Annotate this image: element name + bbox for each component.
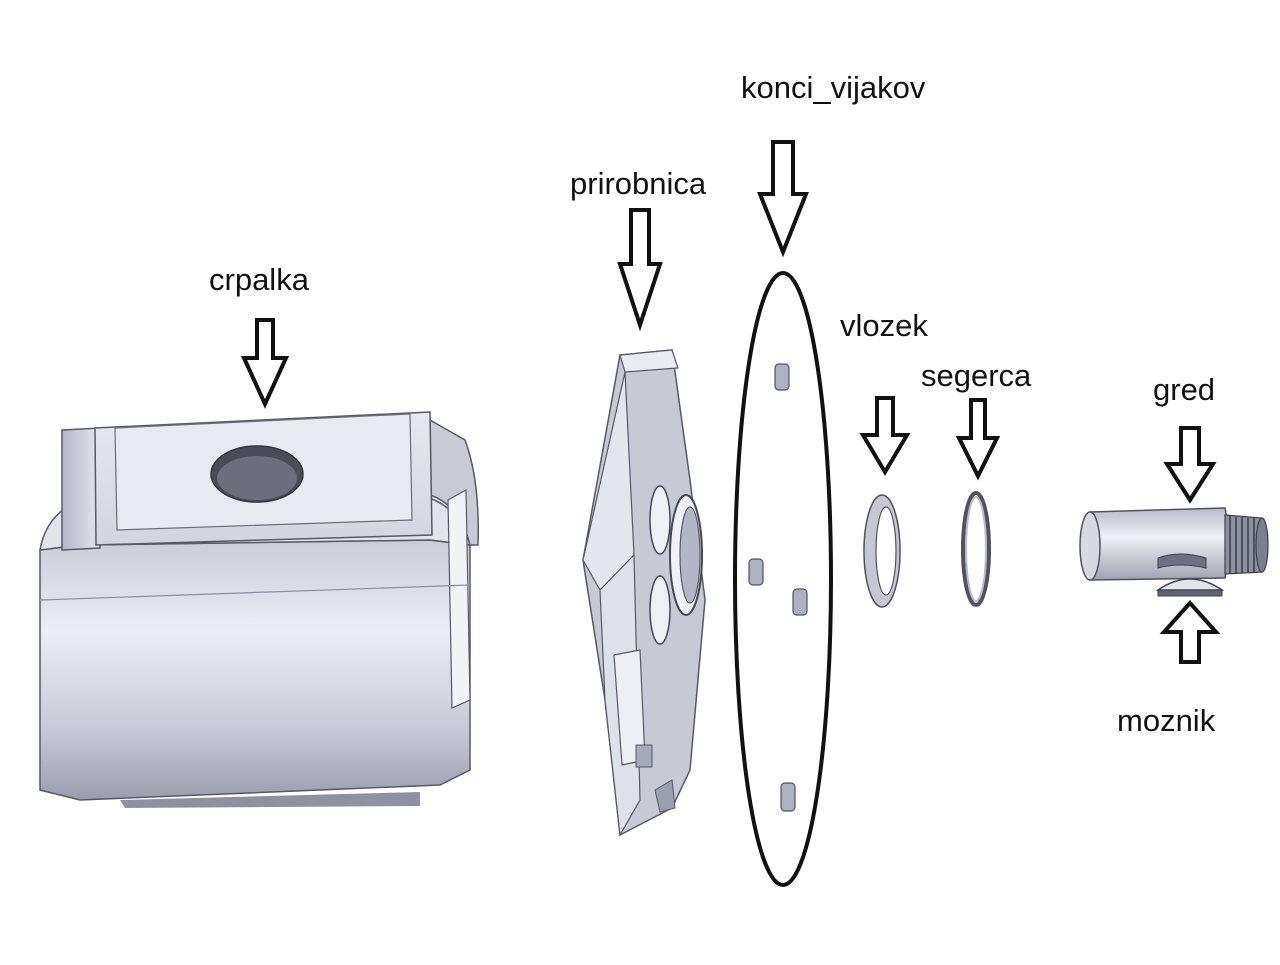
shaft-gred	[1079, 507, 1269, 581]
label-vlozek: vlozek	[840, 308, 928, 343]
label-konci-vijakov: konci_vijakov	[741, 70, 926, 105]
snap-ring-segerca	[961, 491, 991, 607]
label-moznik: moznik	[1117, 703, 1216, 738]
key-moznik	[1155, 578, 1225, 597]
arrow-gred	[1163, 426, 1217, 504]
arrow-moznik	[1159, 600, 1221, 664]
insert-vlozek	[863, 494, 901, 608]
label-prirobnica: prirobnica	[570, 166, 707, 201]
arrow-konci-vijakov	[757, 140, 809, 258]
flange-prirobnica	[582, 349, 706, 837]
label-gred: gred	[1153, 372, 1216, 407]
arrow-prirobnica	[617, 208, 663, 332]
label-crpalka: crpalka	[209, 262, 309, 297]
bolt-ends-konci-vijakov	[733, 271, 833, 887]
arrow-crpalka	[240, 318, 290, 409]
pump-body-crpalka	[39, 411, 479, 808]
label-segerca: segerca	[921, 358, 1032, 393]
arrow-vlozek	[859, 396, 911, 476]
arrow-segerca	[955, 398, 1001, 481]
